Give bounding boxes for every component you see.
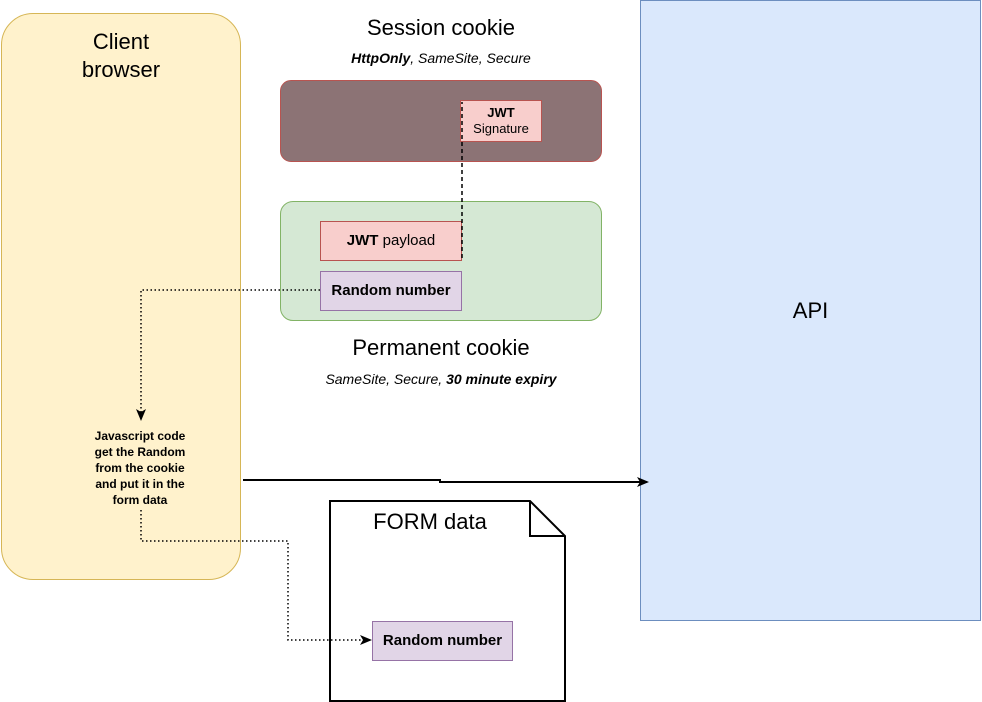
javascript-code-note: Javascript code get the Random from the … bbox=[60, 428, 220, 508]
expiry-attr: 30 minute expiry bbox=[446, 371, 557, 387]
jwt-payload-jwt-label: JWT bbox=[346, 232, 379, 249]
session-attrs-rest: , SameSite, Secure bbox=[410, 50, 531, 66]
httponly-attr: HttpOnly bbox=[351, 50, 411, 66]
form-data-title: FORM data bbox=[373, 509, 487, 534]
jwt-signature-box: JWT Signature bbox=[460, 100, 542, 142]
js-line: get the Random bbox=[94, 445, 186, 459]
js-to-form-arrow bbox=[140, 510, 372, 645]
session-cookie-title: Session cookie bbox=[367, 15, 515, 40]
client-browser-container bbox=[1, 13, 241, 580]
js-line: from the cookie bbox=[95, 461, 185, 475]
api-label: API bbox=[792, 298, 829, 323]
permanent-cookie-attributes: SameSite, Secure, 30 minute expiry bbox=[280, 370, 602, 388]
permanent-cookie-title: Permanent cookie bbox=[352, 335, 530, 360]
jwt-sig-jwt-label: JWT bbox=[487, 105, 515, 120]
form-data-fold bbox=[529, 501, 565, 537]
client-title-line1: Client bbox=[92, 29, 150, 54]
random-to-js-arrow bbox=[136, 289, 320, 421]
client-browser-title: Client browser bbox=[1, 28, 241, 84]
client-to-api-arrow bbox=[243, 477, 649, 487]
js-line: and put it in the bbox=[95, 477, 185, 491]
random-number-cookie-box: Random number bbox=[320, 271, 462, 311]
session-cookie-attributes: HttpOnly, SameSite, Secure bbox=[280, 49, 602, 67]
jwt-sig-signature-label: Signature bbox=[473, 121, 529, 136]
session-cookie-box bbox=[280, 80, 602, 162]
random-number-form-box: Random number bbox=[372, 621, 513, 661]
api-container bbox=[640, 0, 981, 621]
perm-attrs-rest: SameSite, Secure, bbox=[325, 371, 447, 387]
js-line: form data bbox=[112, 493, 168, 507]
jwt-payload-box: JWT payload bbox=[320, 221, 462, 261]
js-line: Javascript code bbox=[94, 429, 186, 443]
client-title-line2: browser bbox=[81, 57, 161, 82]
jwt-payload-label: payload bbox=[378, 232, 436, 249]
